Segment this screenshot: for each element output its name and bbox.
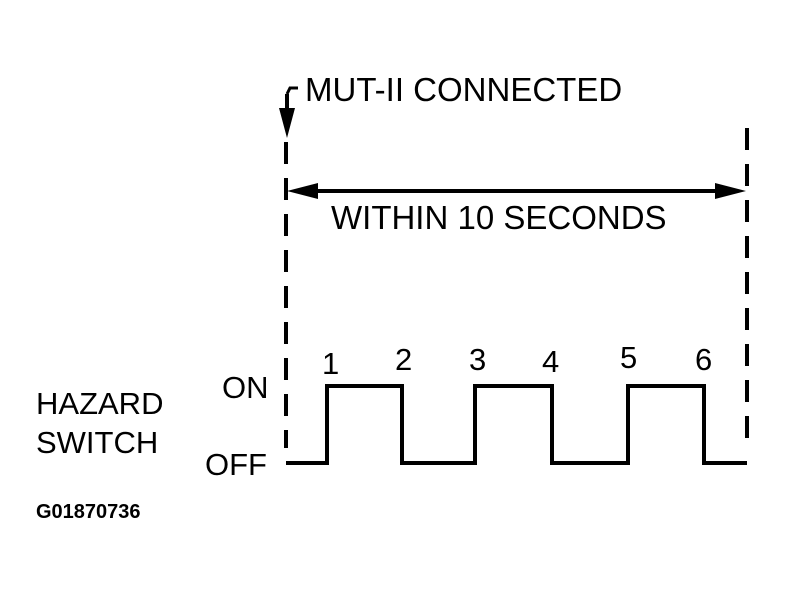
marker-hook — [285, 86, 298, 95]
signal-name-line1: HAZARD — [36, 386, 163, 421]
edge-number-1: 1 — [322, 346, 339, 381]
figure-code: G01870736 — [36, 501, 141, 523]
edge-number-2: 2 — [395, 342, 412, 377]
hazard-switch-signal — [286, 384, 747, 465]
edge-number-5: 5 — [620, 340, 637, 375]
off-level-label: OFF — [205, 447, 267, 482]
edge-number-4: 4 — [542, 344, 559, 379]
edge-number-3: 3 — [469, 342, 486, 377]
on-level-label: ON — [222, 370, 269, 405]
marker-arrowhead — [279, 108, 295, 138]
within-10-seconds-label: WITHIN 10 SECONDS — [331, 199, 667, 236]
signal-name-line2: SWITCH — [36, 425, 158, 460]
mut-ii-connected-label: MUT-II CONNECTED — [305, 71, 622, 108]
duration-arrowhead-right — [715, 183, 746, 199]
edge-number-6: 6 — [695, 342, 712, 377]
duration-arrowhead-left — [287, 183, 318, 199]
duration-arrow — [287, 183, 746, 199]
connect-marker — [279, 86, 298, 138]
